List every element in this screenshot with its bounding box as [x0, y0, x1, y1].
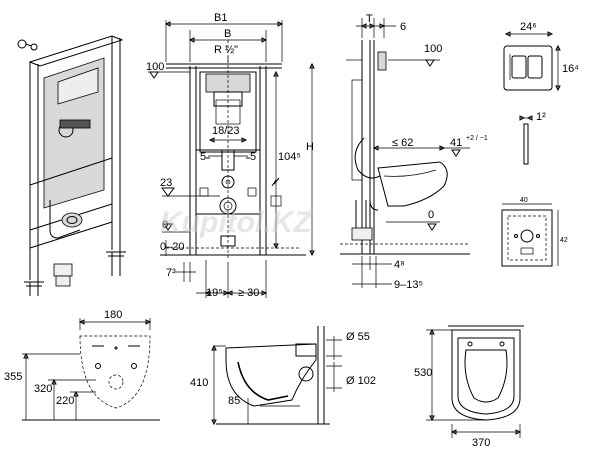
dim-320: 320 [34, 383, 52, 395]
level-23: 23 [160, 177, 172, 189]
dim-355: 355 [4, 371, 22, 383]
side-elevation [340, 18, 470, 288]
dim-410: 410 [190, 377, 208, 389]
dim-b1: B1 [214, 12, 227, 24]
range-0-20: 0–20 [160, 241, 184, 253]
dim-104: 104⁵ [278, 151, 301, 163]
dim-h: H [306, 141, 314, 153]
dim-19: 19⁵ [206, 287, 223, 299]
dim-18-23: 18/23 [212, 125, 240, 137]
dim-180: 180 [104, 309, 122, 321]
dim-9-13: 9–13⁵ [394, 279, 423, 291]
dia-55: Ø 55 [346, 331, 370, 343]
wall-panel-detail [501, 203, 559, 267]
plate-width: 24⁶ [520, 21, 537, 33]
dimension-labels: B1 B R ½" 100 18/23 5 5 104⁵ H 23 0 0–20… [4, 12, 579, 449]
level-100-left: 100 [146, 61, 164, 73]
level-0-left: 0 [162, 219, 168, 231]
level-100-right: 100 [424, 43, 442, 55]
toilet-side-section [211, 326, 342, 426]
dim-t: T [366, 13, 373, 25]
flush-plate-detail [503, 31, 561, 92]
dim-370: 370 [472, 437, 490, 449]
dim-30: ≥ 30 [238, 287, 259, 299]
dim-41: 41 [450, 137, 462, 149]
watermark: Kupitol.KZ [160, 206, 313, 239]
dim-4: 4⁸ [394, 259, 405, 271]
dim-62: ≤ 62 [392, 137, 413, 149]
dim-6: 6 [400, 21, 406, 33]
isometric-frame-view [17, 35, 126, 296]
dim-41-tolerance: +2 / −1 [466, 135, 488, 142]
dim-b: B [224, 28, 231, 40]
front-elevation [148, 20, 315, 298]
dim-85: 85 [228, 395, 240, 407]
plate-thickness: 1² [536, 111, 546, 123]
dia-102: Ø 102 [346, 375, 376, 387]
dim-5-right: 5 [250, 151, 256, 163]
panel-height: 42 [560, 237, 568, 244]
plate-profile-detail [519, 115, 533, 165]
dim-r-thread: R ½" [214, 44, 238, 56]
toilet-top-view [426, 325, 524, 438]
bowl-back-view [22, 318, 160, 421]
level-0-right: 0 [428, 209, 434, 221]
dim-220: 220 [56, 395, 74, 407]
panel-width: 40 [520, 197, 528, 204]
dim-7: 7³ [166, 267, 176, 279]
dim-5-left: 5 [200, 151, 206, 163]
plate-height: 16⁴ [562, 63, 579, 75]
dim-530: 530 [414, 367, 432, 379]
